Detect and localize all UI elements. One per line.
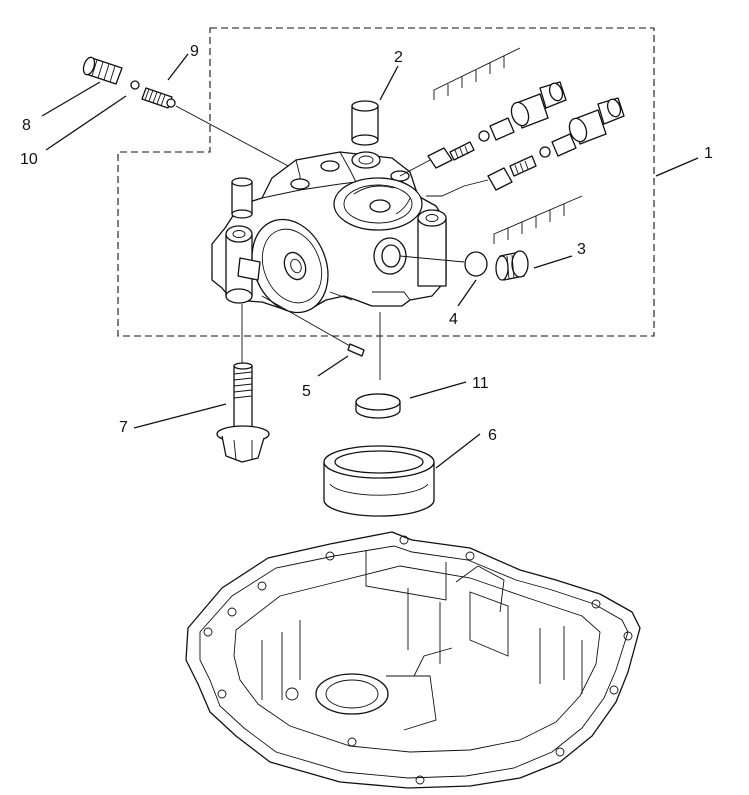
callout-5: 5 <box>302 383 311 400</box>
bolt-part-7 <box>216 362 270 463</box>
callout-6: 6 <box>488 427 497 444</box>
spring-part-9 <box>141 87 176 109</box>
callout-7: 7 <box>119 419 128 436</box>
plug-part-3 <box>495 250 529 281</box>
axis-line-pin <box>261 295 351 347</box>
callout-3: 3 <box>577 241 586 258</box>
dowel-tube-left <box>231 177 253 219</box>
plunger-part-8 <box>82 56 123 85</box>
check-valve-lower <box>426 97 625 244</box>
leader-3 <box>533 255 573 269</box>
leader-6 <box>435 433 481 469</box>
ball-part-4 <box>464 251 488 277</box>
leader-9 <box>167 53 189 81</box>
leader-1 <box>655 157 699 177</box>
callout-2: 2 <box>394 49 403 66</box>
leader-10 <box>45 95 127 151</box>
assembly-boundary <box>117 27 655 337</box>
callout-4: 4 <box>449 311 458 328</box>
leader-5 <box>317 355 349 377</box>
check-valve-upper <box>399 47 567 177</box>
callout-9: 9 <box>190 43 199 60</box>
axis-line-port <box>399 255 465 263</box>
axis-line-plunger <box>175 105 293 169</box>
leader-8 <box>41 81 101 117</box>
seal-disc-part-11 <box>355 393 401 419</box>
callout-8: 8 <box>22 117 31 134</box>
leader-7 <box>133 403 227 429</box>
ball-part-10 <box>130 80 140 90</box>
dowel-tube-part-2 <box>351 100 379 146</box>
pump-housing <box>211 151 447 314</box>
leader-2 <box>379 65 399 101</box>
callout-10: 10 <box>20 151 38 168</box>
leader-11 <box>409 381 467 399</box>
leader-4 <box>457 279 477 307</box>
callout-1: 1 <box>704 145 713 162</box>
transmission-case <box>185 531 641 789</box>
callout-11: 11 <box>472 375 489 392</box>
pin-part-5 <box>347 343 365 357</box>
filter-ring-part-6 <box>323 445 435 517</box>
